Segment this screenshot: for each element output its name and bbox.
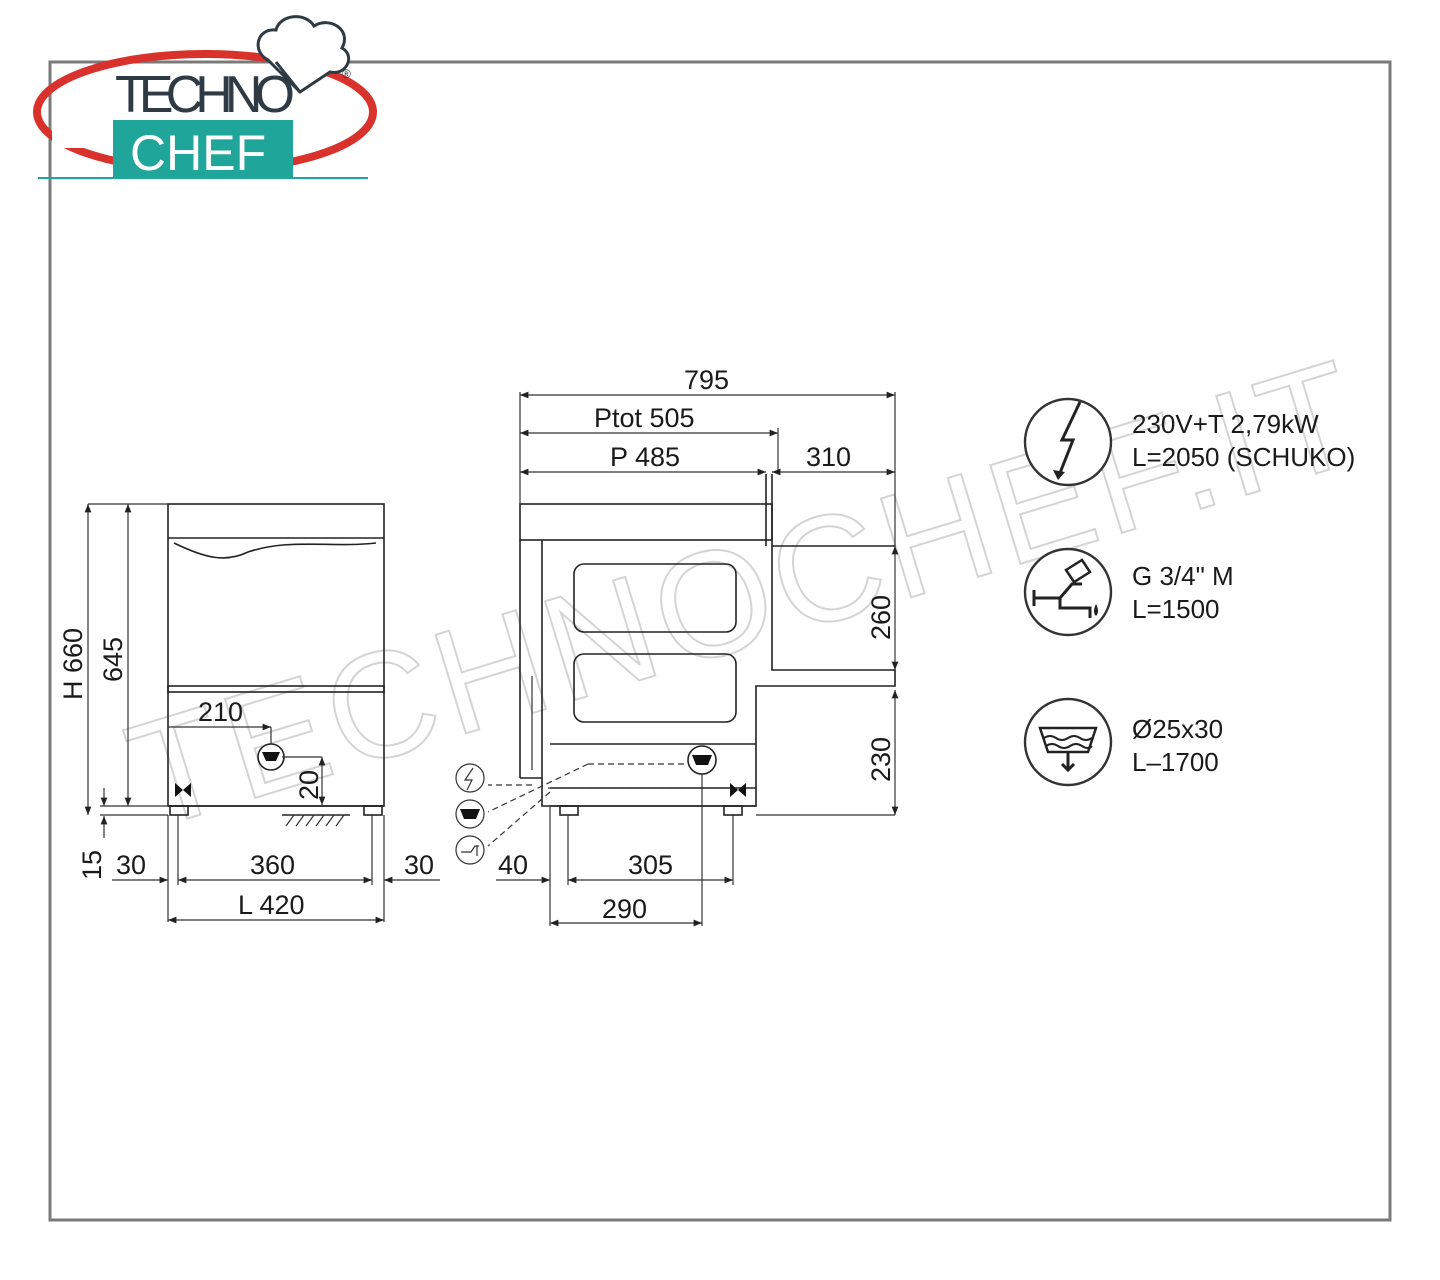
connection-drain-icon — [455, 799, 485, 829]
dim-depth: P 485 — [610, 442, 680, 472]
dim-height-total: H 660 — [58, 628, 88, 700]
dim-height-body: 645 — [98, 637, 128, 682]
dim-door-extension: 310 — [806, 442, 851, 472]
dim-left-margin: 30 — [116, 850, 146, 880]
electric-icon — [1023, 397, 1113, 487]
dim-door-clearance: 230 — [866, 737, 896, 782]
dim-foot-spacing: 305 — [628, 850, 673, 880]
dim-drain-height: 20 — [294, 770, 324, 800]
logo-line-2: CHEF — [130, 125, 266, 181]
dim-foot-height: 15 — [77, 850, 107, 880]
technochef-logo: TECHNO CHEF ® — [33, 15, 377, 181]
logo-line-1: TECHNO — [115, 66, 295, 124]
dim-drain-offset: 210 — [198, 697, 243, 727]
side-view: 795 Ptot 505 P 485 310 260 230 40 305 29… — [455, 365, 899, 927]
spec-legend: 230V+T 2,79kW L=2050 (SCHUKO) G 3/4" M L… — [1023, 397, 1355, 787]
spec-drain-line1: Ø25x30 — [1132, 714, 1223, 744]
spec-water-line2: L=1500 — [1132, 594, 1219, 624]
drawing-frame — [48, 60, 1392, 1222]
logo-registered-mark: ® — [342, 67, 351, 81]
dim-inner-width: 360 — [250, 850, 295, 880]
connection-water-icon — [455, 835, 485, 865]
water-tap-icon — [1023, 547, 1113, 637]
spec-electric-line1: 230V+T 2,79kW — [1132, 409, 1319, 439]
spec-water-line1: G 3/4" M — [1132, 561, 1234, 591]
chef-hat-icon — [256, 15, 351, 94]
front-view: 210 20 H 660 645 15 30 360 30 L 420 — [58, 503, 440, 924]
dim-foot-offset: 40 — [498, 850, 528, 880]
dim-depth-overall: 795 — [684, 365, 729, 395]
dim-drain-depth: 290 — [602, 894, 647, 924]
dim-depth-total: Ptot 505 — [594, 403, 695, 433]
connection-electric-icon — [455, 763, 485, 793]
dim-door-height: 260 — [866, 595, 896, 640]
dim-width-total: L 420 — [238, 890, 305, 920]
drain-icon — [1023, 697, 1113, 787]
spec-electric-line2: L=2050 (SCHUKO) — [1132, 442, 1355, 472]
spec-drain-line2: L–1700 — [1132, 747, 1219, 777]
dim-right-margin: 30 — [404, 850, 434, 880]
